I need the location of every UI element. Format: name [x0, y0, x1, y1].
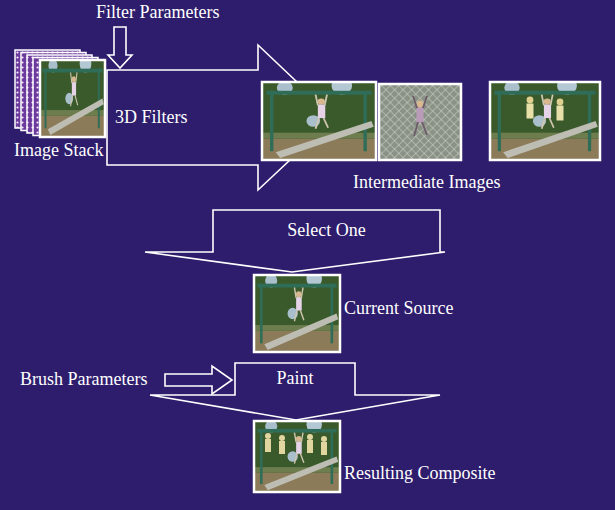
- intermediate-photo: [262, 77, 376, 160]
- shape-outline: [145, 210, 445, 272]
- caption-label: Image Stack: [14, 140, 103, 162]
- caption-label: Brush Parameters: [20, 369, 147, 391]
- child-head: [307, 434, 313, 440]
- photo-frame: [254, 421, 340, 492]
- intermediate-photo: [490, 77, 600, 160]
- child-body: [527, 104, 534, 119]
- stack-photo: [40, 55, 105, 137]
- caption-label: Resulting Composite: [344, 463, 496, 485]
- child-head: [417, 101, 424, 108]
- child-head: [557, 99, 564, 106]
- node-label: 3D Filters: [115, 70, 255, 165]
- child-limbs: [413, 96, 427, 136]
- child-body: [279, 441, 285, 454]
- source-photo: [254, 270, 340, 352]
- child-body: [557, 106, 564, 121]
- child-head: [321, 436, 327, 442]
- child-head: [279, 435, 285, 441]
- caption-label: Intermediate Images: [353, 172, 500, 194]
- node-label: Select One: [215, 210, 438, 252]
- composite-photo: [254, 417, 340, 492]
- photo-frame: [262, 82, 376, 160]
- photo-frame: [254, 275, 340, 352]
- child-body: [265, 439, 271, 452]
- paint-funnel: Paint: [150, 363, 440, 420]
- photo-frame: [40, 60, 105, 137]
- composite-children: [265, 433, 327, 455]
- child-body: [307, 440, 313, 453]
- shape-outline-path: [107, 45, 297, 190]
- caption-label: Filter Parameters: [96, 2, 219, 24]
- filter-arrow: 3D Filters: [107, 45, 297, 190]
- caption-label: Current Source: [344, 298, 453, 320]
- photo-frame: [490, 82, 600, 160]
- select-funnel: Select One: [145, 210, 445, 272]
- child-head: [527, 97, 534, 104]
- shape-outline-path: [145, 210, 445, 272]
- node-label: Paint: [237, 363, 353, 395]
- shape-outline-path: [150, 363, 440, 420]
- input-arrow: [108, 27, 132, 68]
- input-arrow: [165, 366, 232, 394]
- fence-photo: [379, 84, 461, 160]
- child-body: [417, 108, 424, 123]
- child-head: [265, 433, 271, 439]
- photo-frame: [379, 84, 461, 160]
- child-body: [321, 442, 327, 455]
